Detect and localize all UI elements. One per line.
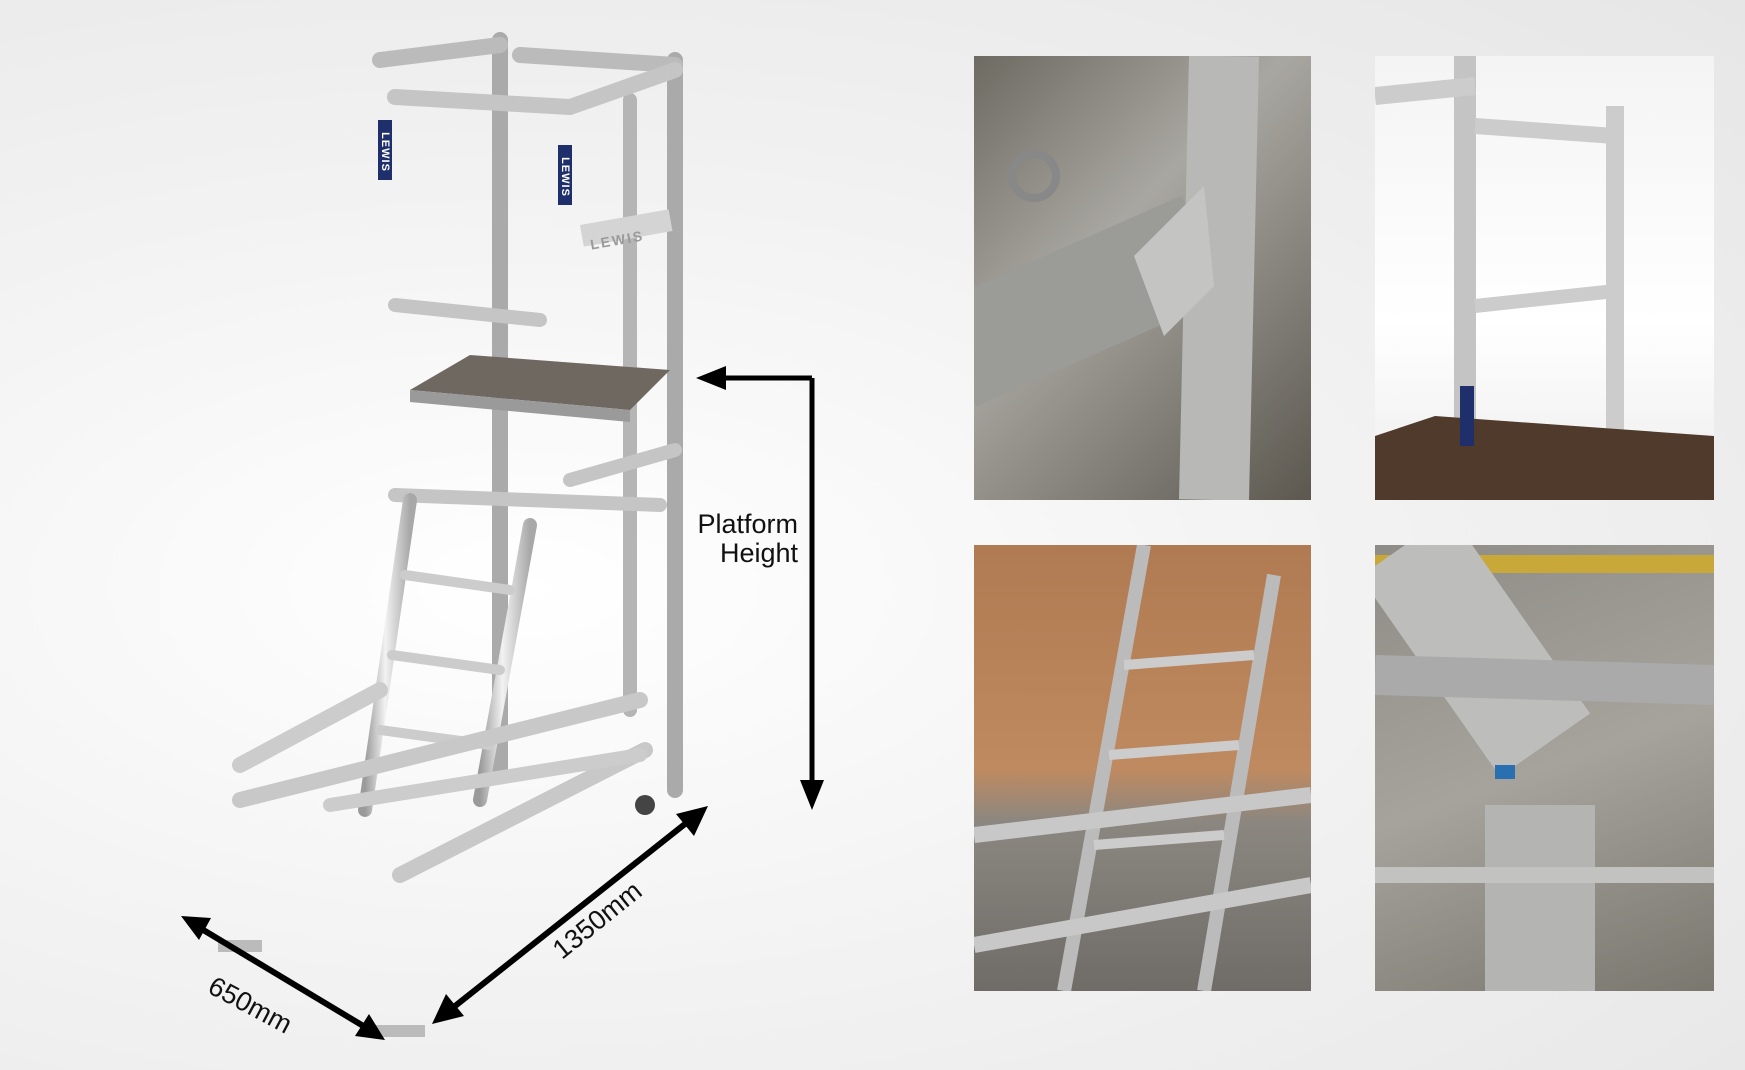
- brand-label-left: LEWIS: [379, 132, 391, 172]
- photo-clamp-closeup: [974, 56, 1311, 500]
- podium-tower-render: [200, 10, 760, 1060]
- photo-joint-clip-detail: [1375, 545, 1714, 991]
- length-arrow: [420, 790, 720, 1040]
- platform-height-label: Platform Height: [640, 510, 798, 568]
- photo-ladder-outdoor: [974, 545, 1311, 991]
- width-arrow: [175, 910, 395, 1050]
- brand-label-right: LEWIS: [559, 157, 571, 197]
- platform-height-label-line1: Platform: [697, 509, 798, 539]
- platform-height-arrow: [690, 360, 830, 820]
- photo-guardrail-platform: [1375, 56, 1714, 500]
- platform-height-label-line2: Height: [719, 538, 798, 568]
